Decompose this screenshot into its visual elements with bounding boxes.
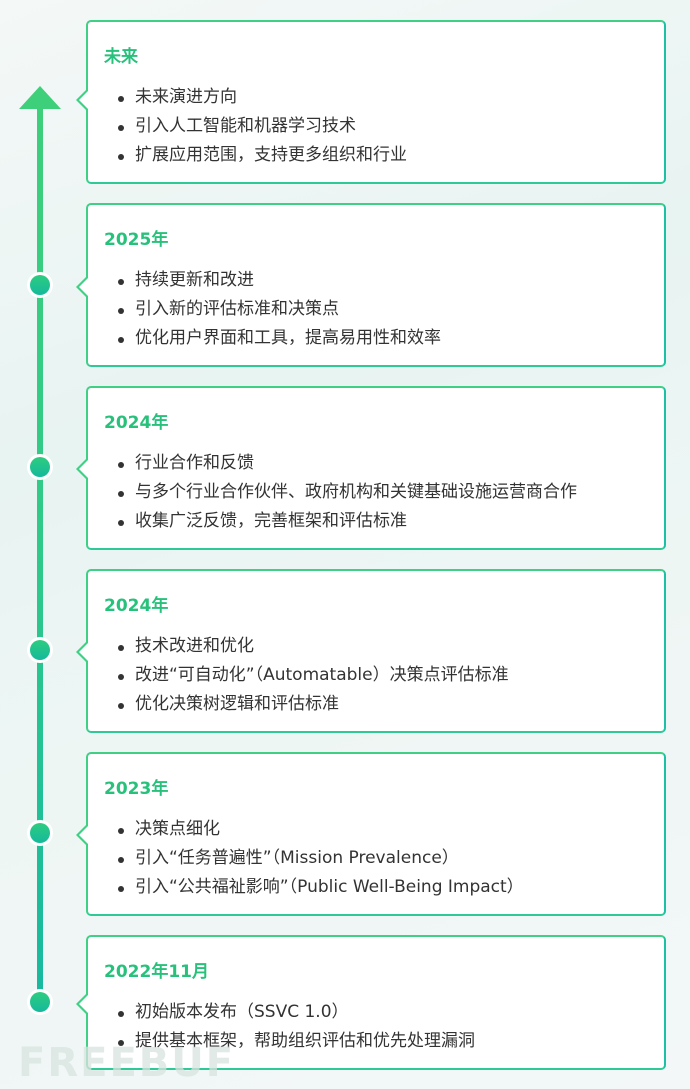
list-item: 优化用户界面和工具，提高易用性和效率 bbox=[118, 324, 441, 353]
list-item: 初始版本发布（SSVC 1.0） bbox=[118, 998, 475, 1027]
timeline-dot-2024-b bbox=[27, 637, 53, 663]
list-item: 与多个行业合作伙伴、政府机构和关键基础设施运营商合作 bbox=[118, 478, 577, 507]
timeline-axis-line bbox=[37, 100, 43, 1005]
list-item: 收集广泛反馈，完善框架和评估标准 bbox=[118, 507, 577, 536]
timeline-card-future: 未来 未来演进方向 引入人工智能和机器学习技术 扩展应用范围，支持更多组织和行业 bbox=[76, 20, 666, 184]
card-pointer bbox=[76, 640, 89, 664]
timeline-card-2022-11: 2022年11月 初始版本发布（SSVC 1.0） 提供基本框架，帮助组织评估和… bbox=[76, 935, 666, 1070]
arrow-up-icon bbox=[19, 86, 61, 109]
list-item: 决策点细化 bbox=[118, 815, 524, 844]
timeline-card-2023: 2023年 决策点细化 引入“任务普遍性”（Mission Prevalence… bbox=[76, 752, 666, 916]
card-pointer bbox=[76, 823, 89, 847]
list-item: 技术改进和优化 bbox=[118, 632, 509, 661]
list-item: 持续更新和改进 bbox=[118, 266, 441, 295]
timeline-dot-2025 bbox=[27, 272, 53, 298]
timeline-card-2024-industry: 2024年 行业合作和反馈 与多个行业合作伙伴、政府机构和关键基础设施运营商合作… bbox=[76, 386, 666, 550]
list-item: 行业合作和反馈 bbox=[118, 449, 577, 478]
card-title: 未来 bbox=[104, 47, 138, 67]
list-item: 引入“任务普遍性”（Mission Prevalence） bbox=[118, 844, 524, 873]
card-title: 2022年11月 bbox=[104, 962, 209, 982]
list-item: 引入新的评估标准和决策点 bbox=[118, 295, 441, 324]
list-item: 引入“公共福祉影响”（Public Well-Being Impact） bbox=[118, 873, 524, 902]
card-pointer bbox=[76, 992, 89, 1016]
timeline-dot-2024-a bbox=[27, 454, 53, 480]
card-item-list: 未来演进方向 引入人工智能和机器学习技术 扩展应用范围，支持更多组织和行业 bbox=[118, 83, 407, 170]
timeline-dot-2022-11 bbox=[27, 989, 53, 1015]
card-pointer bbox=[76, 88, 89, 112]
timeline-dot-2023 bbox=[27, 820, 53, 846]
card-item-list: 行业合作和反馈 与多个行业合作伙伴、政府机构和关键基础设施运营商合作 收集广泛反… bbox=[118, 449, 577, 536]
list-item: 扩展应用范围，支持更多组织和行业 bbox=[118, 141, 407, 170]
list-item: 改进“可自动化”（Automatable）决策点评估标准 bbox=[118, 661, 509, 690]
watermark-logo: FREEBUF bbox=[18, 1040, 236, 1086]
card-pointer bbox=[76, 275, 89, 299]
timeline-card-2024-tech: 2024年 技术改进和优化 改进“可自动化”（Automatable）决策点评估… bbox=[76, 569, 666, 733]
card-item-list: 初始版本发布（SSVC 1.0） 提供基本框架，帮助组织评估和优先处理漏洞 bbox=[118, 998, 475, 1056]
card-item-list: 持续更新和改进 引入新的评估标准和决策点 优化用户界面和工具，提高易用性和效率 bbox=[118, 266, 441, 353]
card-title: 2024年 bbox=[104, 596, 169, 616]
card-title: 2023年 bbox=[104, 779, 169, 799]
card-title: 2024年 bbox=[104, 413, 169, 433]
list-item: 提供基本框架，帮助组织评估和优先处理漏洞 bbox=[118, 1027, 475, 1056]
list-item: 未来演进方向 bbox=[118, 83, 407, 112]
timeline-card-2025: 2025年 持续更新和改进 引入新的评估标准和决策点 优化用户界面和工具，提高易… bbox=[76, 203, 666, 367]
card-pointer bbox=[76, 457, 89, 481]
list-item: 优化决策树逻辑和评估标准 bbox=[118, 690, 509, 719]
card-item-list: 决策点细化 引入“任务普遍性”（Mission Prevalence） 引入“公… bbox=[118, 815, 524, 902]
card-title: 2025年 bbox=[104, 230, 169, 250]
card-item-list: 技术改进和优化 改进“可自动化”（Automatable）决策点评估标准 优化决… bbox=[118, 632, 509, 719]
list-item: 引入人工智能和机器学习技术 bbox=[118, 112, 407, 141]
